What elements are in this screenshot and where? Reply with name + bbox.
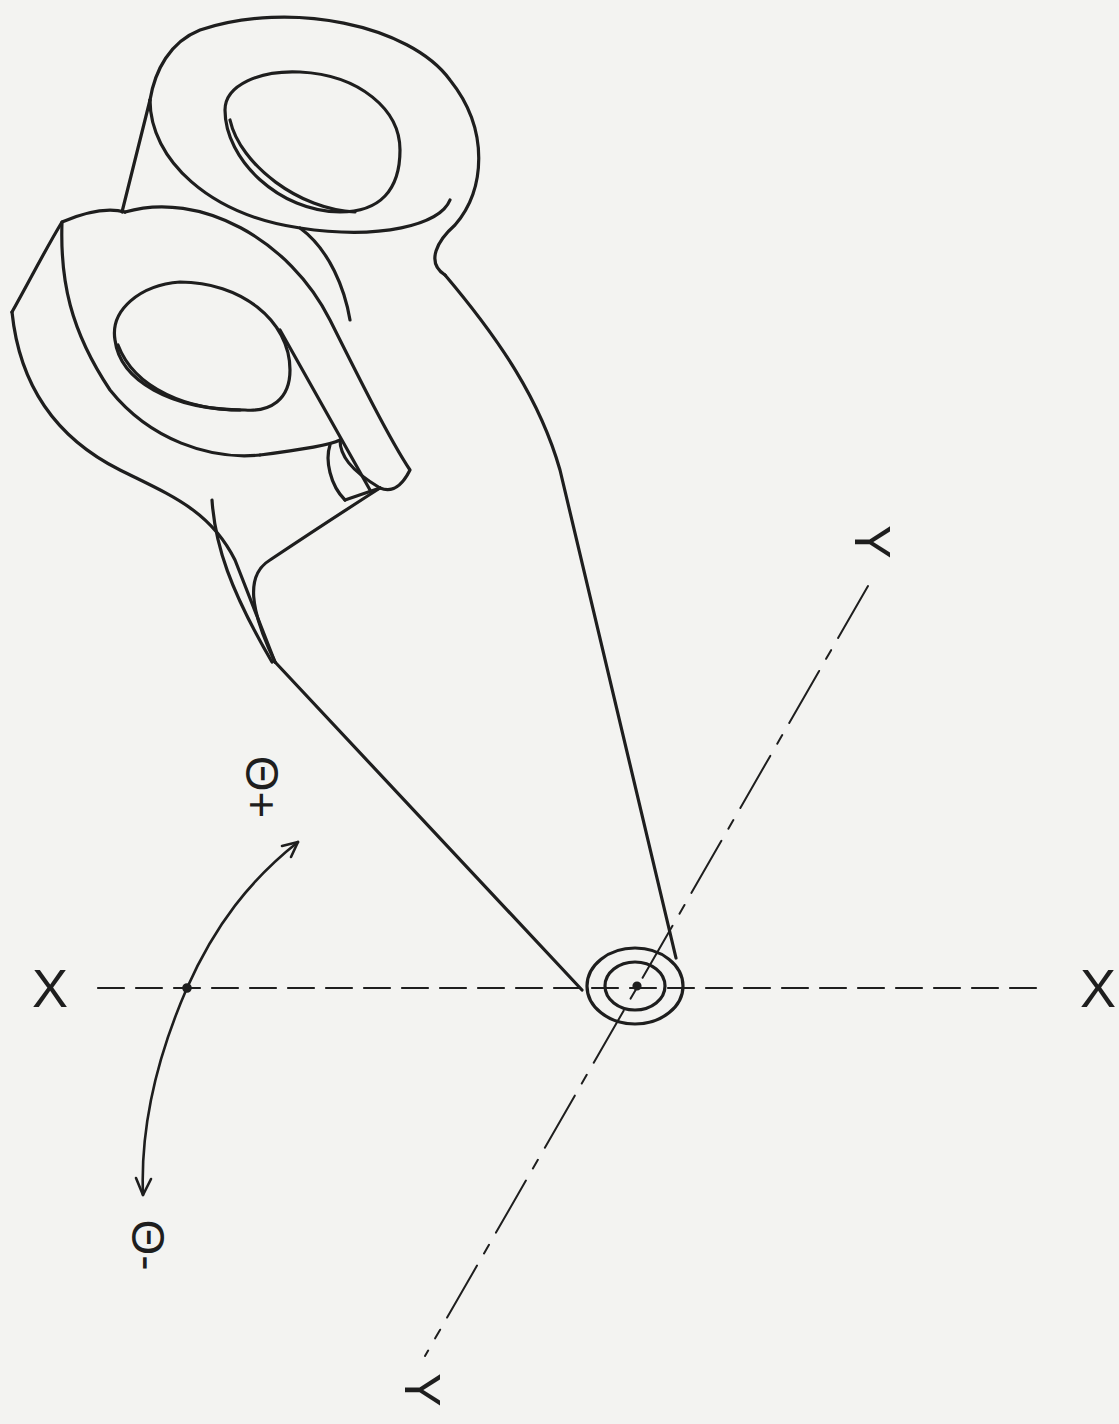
axis-label: Y [397,1373,447,1406]
axis-label: X [1080,961,1116,1015]
lower-lug [12,207,410,662]
x-axis [98,987,1040,989]
axis-label: X [32,961,68,1015]
arm-body [212,275,676,990]
pivot-hub [587,948,683,1024]
axis-label: Θ- [125,1219,171,1270]
rotation-arc [136,842,298,1195]
axis-label: Y [847,525,897,558]
axis-label: Θ+ [239,756,285,819]
y-axis [425,586,868,1356]
